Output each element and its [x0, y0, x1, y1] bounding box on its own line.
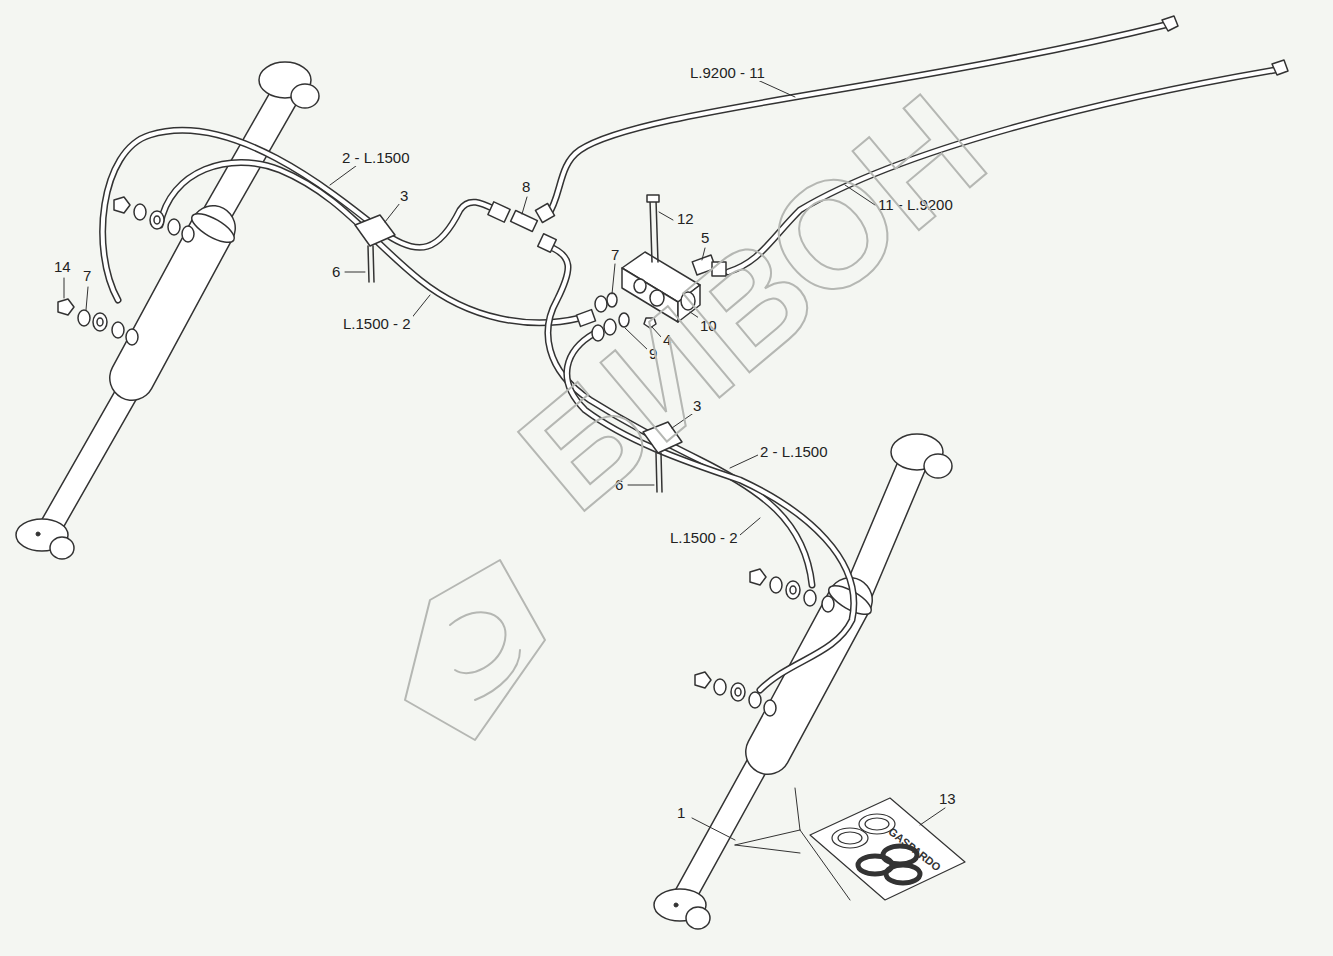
callout-label: 12	[675, 210, 696, 227]
callout-label: L.1500 - 2	[668, 529, 740, 546]
callout-label: 3	[398, 187, 410, 204]
watermark-logo	[405, 560, 545, 740]
callout-label: 8	[520, 178, 532, 195]
callout-label: 1	[675, 804, 687, 821]
callout-label: 2 - L.1500	[340, 149, 412, 166]
seal-kit	[810, 798, 965, 900]
callout-label: L.9200 - 11	[688, 64, 767, 81]
callout-label: L.1500 - 2	[341, 315, 413, 332]
callout-label: 2 - L.1500	[758, 443, 830, 460]
hydraulic-hoses	[103, 16, 1288, 690]
callout-label: 13	[937, 790, 958, 807]
callout-label: 7	[609, 246, 621, 263]
callout-label: 14	[52, 258, 73, 275]
left-cylinder	[16, 62, 319, 559]
callout-label: 7	[81, 267, 93, 284]
callout-label: 6	[330, 263, 342, 280]
